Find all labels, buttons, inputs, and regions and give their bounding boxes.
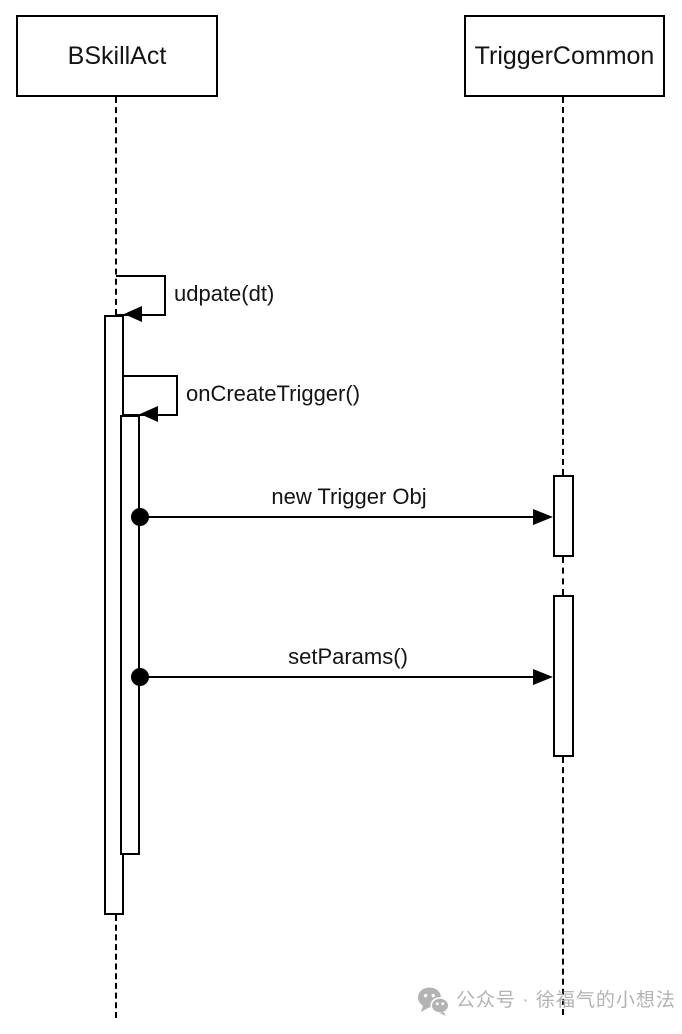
message-label-new-trigger-obj: new Trigger Obj: [271, 484, 427, 509]
lifeline-bskillact-lower: [115, 915, 117, 1018]
message-arrowhead-setparams-icon: [533, 669, 553, 685]
wechat-icon: [418, 987, 449, 1016]
message-label-setparams: setParams(): [288, 644, 408, 669]
lifeline-triggercommon-lower: [562, 757, 564, 1015]
activation-bar-triggercommon-1: [553, 475, 574, 557]
self-message-arrowhead-update-icon: [124, 306, 142, 322]
self-message-arrowhead-oncreatetrigger-icon: [140, 406, 158, 422]
watermark-text: 公众号 · 徐福气的小想法: [456, 990, 676, 1011]
message-line-new-trigger-obj: [140, 516, 536, 518]
lifeline-triggercommon-middle: [562, 557, 564, 595]
self-message-label-update: udpate(dt): [174, 281, 275, 306]
lifeline-bskillact-upper: [115, 97, 117, 315]
watermark: 公众号 · 徐福气的小想法: [417, 986, 676, 1016]
actor-box-bskillact: BSkillAct: [16, 15, 218, 97]
message-line-setparams: [140, 676, 536, 678]
actor-label-bskillact: BSkillAct: [67, 41, 167, 70]
actor-label-triggercommon: TriggerCommon: [474, 41, 655, 70]
lifeline-triggercommon-upper: [562, 97, 564, 475]
activation-bar-bskillact-inner: [120, 415, 140, 855]
activation-bar-triggercommon-2: [553, 595, 574, 757]
self-message-label-oncreatetrigger: onCreateTrigger(): [186, 381, 361, 406]
actor-box-triggercommon: TriggerCommon: [464, 15, 665, 97]
message-arrowhead-new-trigger-obj-icon: [533, 509, 553, 525]
